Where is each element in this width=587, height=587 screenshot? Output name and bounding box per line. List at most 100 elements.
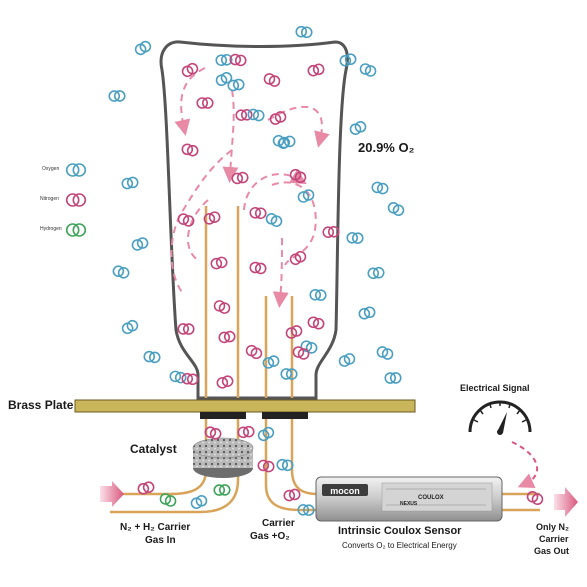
- oxygen-molecule-icon: [143, 350, 161, 364]
- oxygen-molecule-icon: [339, 53, 357, 67]
- nitrogen-molecule-icon: [283, 488, 301, 502]
- oxygen-molecule-icon: [276, 458, 294, 472]
- nitrogen-molecule-icon: [245, 344, 263, 360]
- nitrogen-molecule-icon: [213, 300, 231, 314]
- nitrogen-molecule-icon: [307, 316, 325, 330]
- oxygen-molecule-icon: [227, 78, 245, 92]
- oxygen-molecule-icon: [297, 504, 315, 516]
- nitrogen-molecule-icon: [249, 261, 267, 275]
- nitrogen-molecule-icon: [307, 63, 325, 77]
- legend-oxygen-label: Oxygen: [42, 166, 60, 172]
- carrier-o2-label-1: Carrier: [262, 518, 295, 529]
- nitrogen-molecule-icon: [65, 193, 87, 207]
- oxygen-molecule-icon: [349, 121, 367, 135]
- legend-hydrogen-label: Hydrogen: [40, 226, 62, 232]
- nitrogen-molecule-icon: [203, 211, 221, 225]
- nitrogen-molecule-icon: [137, 481, 155, 495]
- nitrogen-molecule-icon: [269, 111, 287, 125]
- plate-seal-left: [200, 412, 246, 419]
- oxygen-molecule-icon: [346, 232, 364, 244]
- nitrogen-molecule-icon: [285, 325, 303, 339]
- nitrogen-molecule-icon: [526, 490, 544, 506]
- oxygen-molecule-icon: [338, 353, 356, 367]
- o2-percent-label: 20.9% O₂: [358, 140, 415, 155]
- oxygen-molecule-icon: [300, 340, 318, 354]
- nitrogen-molecule-icon: [263, 73, 281, 87]
- carrier-o2-label-2: Gas +O₂: [250, 531, 290, 542]
- oxygen-molecule-icon: [215, 53, 233, 67]
- hydrogen-molecule-icon: [159, 493, 177, 507]
- nitrogen-molecule-icon: [235, 109, 253, 121]
- bottle-outline: [159, 40, 349, 400]
- oxygen-molecule-icon: [257, 426, 275, 442]
- oxygen-molecule-icon: [371, 181, 389, 195]
- nitrogen-molecule-icon: [210, 256, 228, 270]
- carrier-in-label-2: Gas In: [145, 535, 176, 546]
- oxygen-molecule-icon: [190, 495, 208, 509]
- sensor-product: COULOX: [418, 495, 444, 501]
- brass-plate-label: Brass Plate: [8, 398, 74, 412]
- out-label-3: Gas Out: [534, 546, 570, 556]
- oxygen-molecule-icon: [169, 370, 187, 384]
- legend-molecules: [65, 163, 87, 237]
- oxygen-molecule-icon: [265, 213, 283, 227]
- oxygen-molecule-icon: [376, 346, 394, 360]
- gauge-icon: [468, 400, 532, 435]
- oxygen-molecule-icon: [131, 237, 149, 251]
- oxygen-molecule-icon: [262, 355, 280, 369]
- oxygen-molecule-icon: [121, 319, 139, 335]
- nitrogen-molecule-icon: [292, 346, 310, 360]
- sensor-subtitle: Converts O₂ to Electrical Energy: [342, 541, 457, 550]
- nitrogen-molecule-icon: [216, 375, 234, 389]
- coulox-sensor: [315, 476, 503, 522]
- hydrogen-molecule-icon: [65, 223, 87, 237]
- out-label-1: Only N₂: [536, 522, 570, 532]
- oxygen-molecule-icon: [295, 25, 313, 39]
- oxygen-molecule-icon: [108, 90, 126, 102]
- inlet-tube: [204, 206, 294, 398]
- oxygen-molecule-icon: [358, 306, 376, 320]
- nitrogen-molecule-icon: [177, 213, 195, 227]
- oxygen-molecule-icon: [359, 63, 377, 77]
- oxygen-molecule-icon: [309, 289, 327, 301]
- oxygen-molecule-icon: [367, 266, 385, 280]
- catalyst: [192, 437, 254, 478]
- nitrogen-molecule-icon: [322, 226, 340, 238]
- sensor-brand: mocon: [330, 486, 360, 496]
- inlet-arrow-icon: [100, 481, 124, 507]
- nitrogen-molecule-icon: [289, 250, 307, 266]
- electrical-signal-label: Electrical Signal: [460, 383, 530, 393]
- oxygen-molecule-icon: [384, 372, 402, 384]
- nitrogen-molecule-icon: [181, 143, 199, 157]
- plate-seal-right: [262, 412, 308, 419]
- oxygen-molecule-icon: [112, 265, 130, 279]
- oxygen-molecule-icon: [215, 71, 233, 87]
- oxygen-molecule-icon: [387, 201, 405, 217]
- nitrogen-molecule-icon: [177, 323, 195, 335]
- oxygen-molecule-icon: [247, 108, 265, 122]
- nitrogen-molecule-icon: [181, 62, 199, 78]
- nitrogen-molecule-icon: [257, 459, 275, 473]
- nitrogen-molecule-icon: [231, 171, 249, 185]
- nitrogen-molecule-icon: [249, 206, 267, 220]
- legend-nitrogen-label: Nitrogen: [40, 196, 59, 202]
- nitrogen-molecule-icon: [181, 372, 199, 386]
- flow-arrows: [170, 67, 330, 308]
- sensor-title: Intrinsic Coulox Sensor: [338, 525, 462, 537]
- oxygen-molecule-icon: [278, 135, 296, 149]
- nitrogen-molecule-icon: [237, 425, 255, 439]
- catalyst-label: Catalyst: [130, 442, 177, 456]
- carrier-in-label-1: N₂ + H₂ Carrier: [120, 522, 191, 533]
- signal-arrow: [511, 441, 539, 489]
- outlet-arrow-icon: [554, 487, 578, 517]
- nitrogen-molecule-icon: [204, 426, 222, 440]
- hydrogen-molecule-icon: [213, 484, 231, 496]
- oxygen-molecule-icon: [297, 189, 315, 203]
- oxygen-molecule-icon: [121, 176, 139, 190]
- sensor-subbrand: NEXUS: [400, 501, 418, 507]
- oxygen-molecule-icon: [65, 163, 87, 177]
- brass-plate: [74, 399, 416, 413]
- molecules: [108, 25, 544, 516]
- out-label-2: Carrier: [539, 534, 569, 544]
